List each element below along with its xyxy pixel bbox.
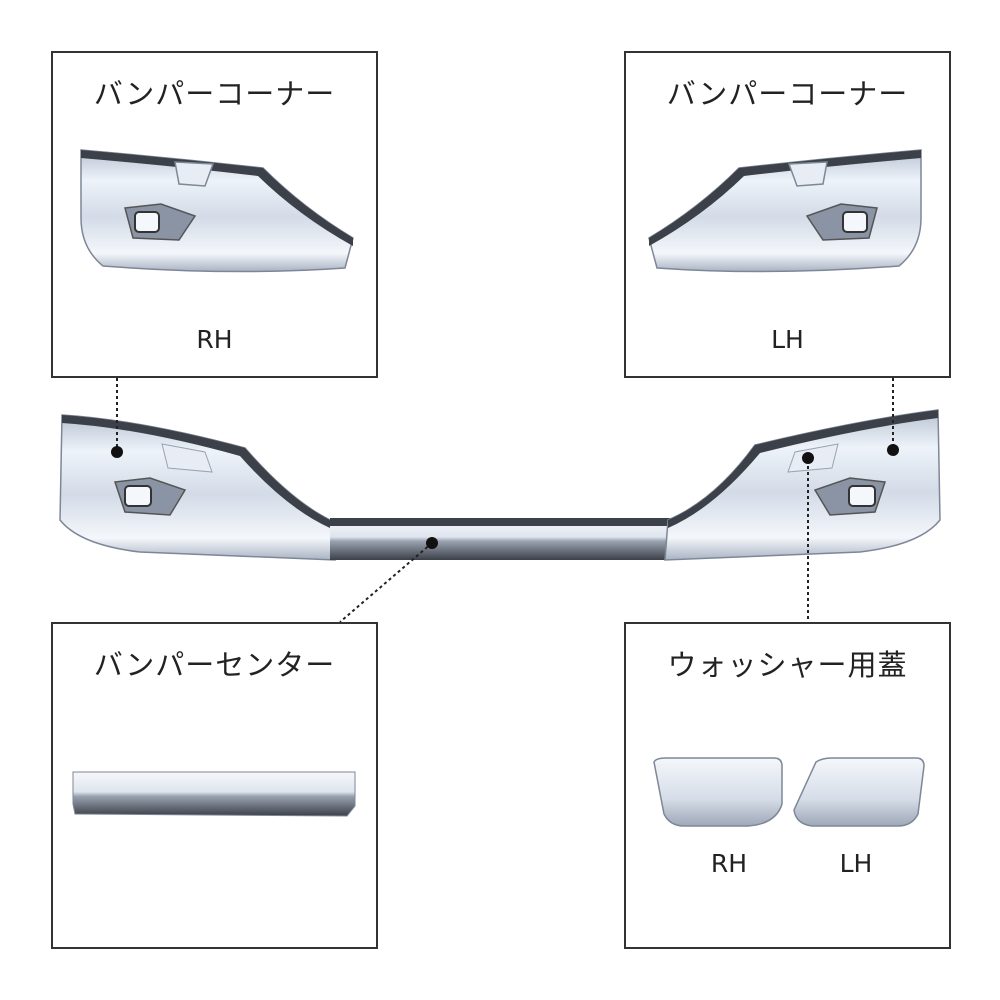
bumper-corner-rh-image	[80, 149, 354, 273]
callout-washer-cover: ウォッシャー用蓋 RH LH	[624, 622, 951, 949]
side-label-rh: RH	[710, 849, 748, 878]
bumper-center-image	[72, 771, 356, 817]
callout-title: バンパーセンター	[93, 648, 336, 682]
washer-covers-image	[653, 757, 925, 827]
callout-bumper-center: バンパーセンター	[51, 622, 378, 949]
side-label-rh: RH	[196, 325, 233, 354]
callout-title: ウォッシャー用蓋	[667, 648, 908, 682]
callout-bumper-corner-lh: バンパーコーナー LH	[624, 51, 951, 378]
callout-title: バンパーコーナー	[93, 77, 336, 111]
leader-lines	[111, 378, 899, 623]
washer-cover-lh	[793, 757, 925, 827]
bumper-corner-lh-image	[648, 149, 922, 273]
side-label-lh: LH	[839, 849, 873, 878]
callout-title: バンパーコーナー	[666, 77, 909, 111]
callout-bumper-corner-rh: バンパーコーナー RH	[51, 51, 378, 378]
side-label-lh: LH	[771, 325, 804, 354]
washer-cover-rh	[653, 757, 783, 827]
